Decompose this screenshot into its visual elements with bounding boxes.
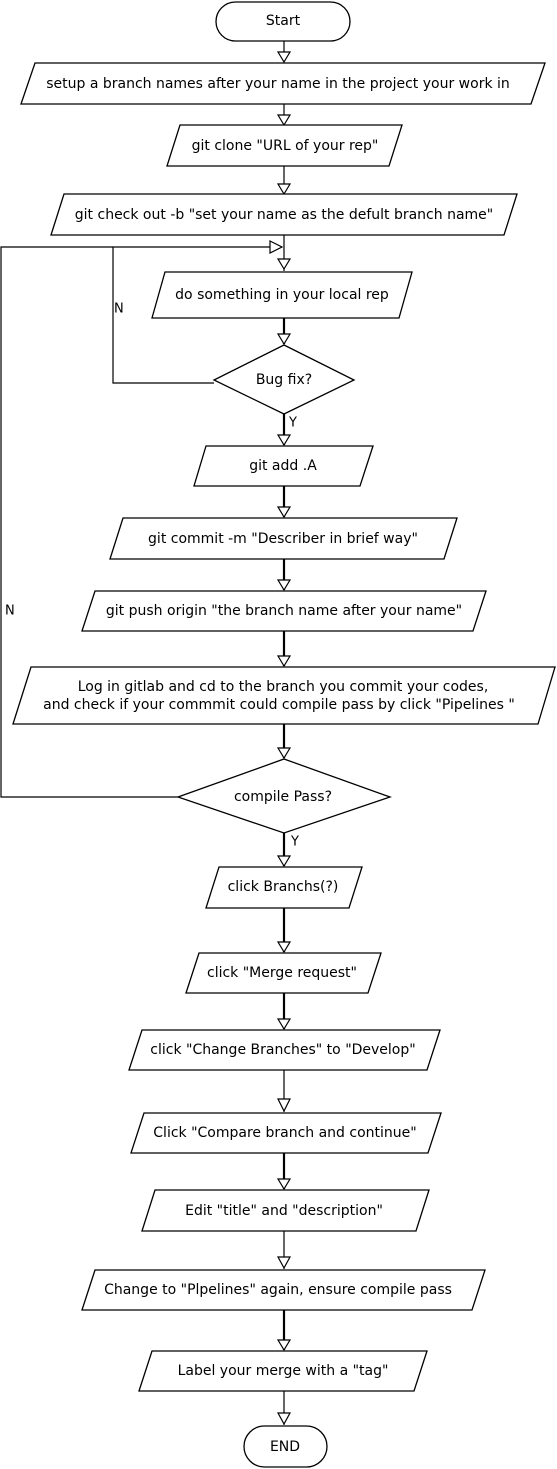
click-branchs-node: click Branchs(?) (205, 866, 363, 909)
git-clone-label: git clone "URL of your rep" (192, 138, 379, 154)
bug-fix-decision: Bug fix? (212, 344, 356, 415)
label-tag-node: Label your merge with a "tag" (138, 1350, 428, 1392)
gitlab-check-node: Log in gitlab and cd to the branch you c… (12, 666, 556, 725)
git-clone-node: git clone "URL of your rep" (166, 124, 403, 167)
git-commit-node: git commit -m "Describer in brief way" (109, 517, 458, 560)
compile-no-label: N (5, 604, 15, 619)
edge-bugfix-no-loop (112, 246, 282, 384)
arrowhead (276, 434, 292, 447)
arrowhead (276, 1339, 292, 1352)
arrowhead (269, 240, 284, 254)
git-push-label: git push origin "the branch name after y… (106, 603, 462, 619)
change-branches-node: click "Change Branches" to "Develop" (128, 1029, 441, 1071)
edge-compile-no-loop (0, 246, 178, 798)
arrowhead (276, 51, 292, 64)
arrowhead (276, 747, 292, 760)
bug-fix-yes-label: Y (288, 416, 297, 431)
click-branchs-label: click Branchs(?) (228, 879, 339, 895)
git-add-node: git add .A (193, 445, 374, 487)
pipelines-again-node: Change to "Plpelines" again, ensure comp… (81, 1269, 486, 1311)
arrowhead (276, 333, 292, 346)
arrowhead (277, 1098, 291, 1113)
arrowhead (276, 1178, 292, 1191)
setup-branch-label: setup a branch names after your name in … (46, 76, 510, 92)
git-push-node: git push origin "the branch name after y… (81, 590, 487, 632)
start-node: Start (215, 1, 351, 42)
do-something-label: do something in your local rep (175, 287, 389, 303)
do-something-node: do something in your local rep (151, 271, 413, 319)
change-branches-label: click "Change Branches" to "Develop" (150, 1042, 415, 1058)
compare-branch-node: Click "Compare branch and continue" (130, 1112, 442, 1154)
git-checkout-label: git check out -b "set your name as the d… (75, 207, 493, 223)
bug-fix-no-label: N (114, 302, 124, 317)
arrowhead (276, 941, 292, 954)
arrowhead (276, 114, 292, 127)
setup-branch-node: setup a branch names after your name in … (20, 62, 546, 105)
gitlab-check-line2: and check if your commmit could compile … (43, 697, 515, 713)
edit-title-label: Edit "title" and "description" (185, 1203, 383, 1219)
arrowhead (276, 1412, 292, 1426)
bug-fix-label: Bug fix? (256, 372, 312, 388)
arrowhead (276, 506, 292, 519)
arrowhead (276, 1256, 292, 1270)
compare-branch-label: Click "Compare branch and continue" (153, 1125, 416, 1141)
end-label: END (270, 1439, 300, 1455)
compile-yes-label: Y (290, 835, 299, 850)
start-label: Start (266, 13, 301, 29)
arrowhead (276, 1018, 292, 1031)
label-tag-label: Label your merge with a "tag" (178, 1363, 389, 1379)
compile-pass-decision: compile Pass? (176, 758, 392, 834)
merge-request-label: click "Merge request" (207, 965, 357, 981)
gitlab-check-line1: Log in gitlab and cd to the branch you c… (78, 679, 489, 695)
git-commit-label: git commit -m "Describer in brief way" (148, 531, 418, 547)
end-node: END (243, 1425, 328, 1468)
git-checkout-node: git check out -b "set your name as the d… (50, 193, 518, 236)
compile-pass-label: compile Pass? (234, 789, 332, 805)
edit-title-node: Edit "title" and "description" (141, 1189, 430, 1232)
pipelines-again-label: Change to "Plpelines" again, ensure comp… (104, 1282, 452, 1298)
arrowhead (276, 855, 292, 868)
arrowhead (276, 183, 292, 196)
merge-request-node: click "Merge request" (185, 952, 382, 994)
arrowhead (276, 258, 292, 271)
connectors (0, 41, 292, 1426)
arrowhead (276, 655, 292, 668)
arrowhead (276, 579, 292, 592)
git-add-label: git add .A (249, 458, 317, 474)
